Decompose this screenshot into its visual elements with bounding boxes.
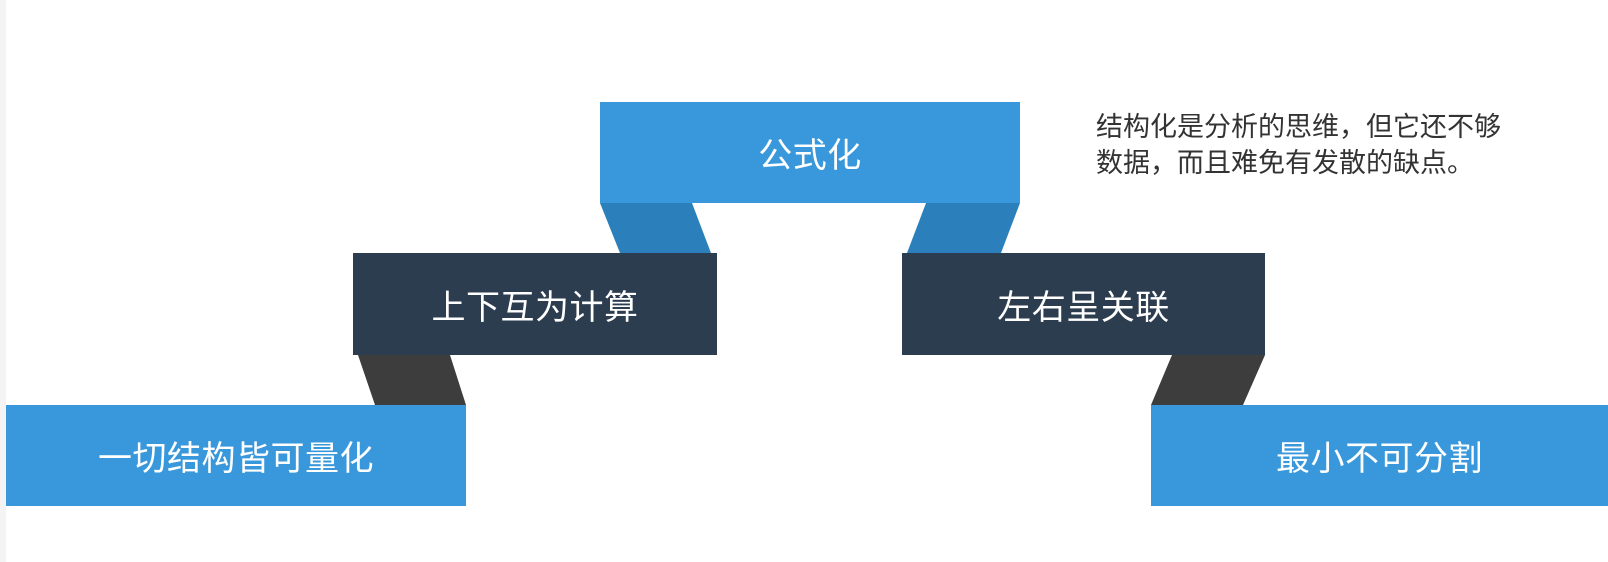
step-block-bottom-right: 最小不可分割: [1151, 405, 1608, 506]
step-label-bottom-left: 一切结构皆可量化: [98, 439, 374, 479]
step-block-mid-left: 上下互为计算: [353, 253, 717, 355]
step-label-mid-right: 左右呈关联: [997, 287, 1170, 328]
connector-layer: [358, 203, 1265, 405]
step-block-bottom-left: 一切结构皆可量化: [6, 405, 466, 506]
step-label-bottom-right: 最小不可分割: [1276, 439, 1483, 479]
step-block-top: 公式化: [600, 102, 1020, 203]
step-label-top: 公式化: [758, 136, 862, 176]
connector-top-left: [600, 203, 711, 253]
step-label-mid-left: 上下互为计算: [431, 287, 639, 328]
diagram-canvas: 一切结构皆可量化 上下互为计算 公式化 左右呈关联 最小不可分割 结构化是分析的…: [6, 0, 1608, 562]
note-text: 结构化是分析的思维，但它还不够数据，而且难免有发散的缺点。: [1096, 112, 1501, 179]
connector-bottom-left: [358, 355, 466, 405]
connector-top-right: [907, 203, 1020, 253]
step-block-mid-right: 左右呈关联: [902, 253, 1265, 355]
connector-bottom-right: [1151, 355, 1265, 405]
